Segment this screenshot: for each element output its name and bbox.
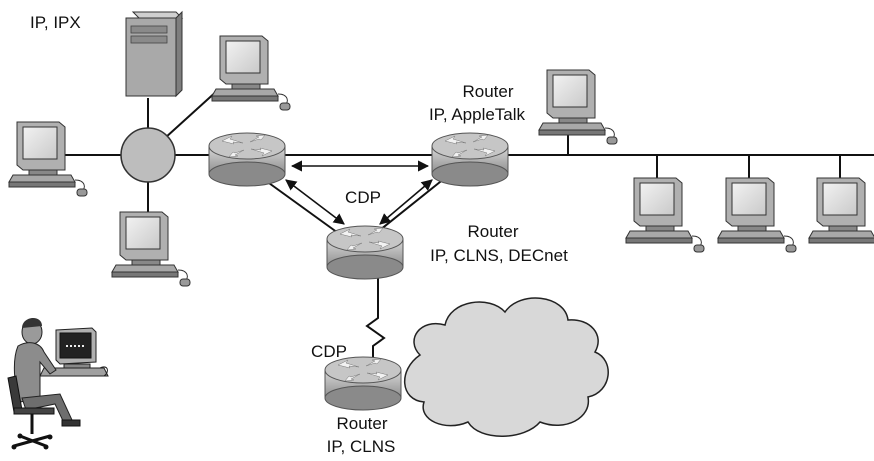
server-protocols-label: IP, IPX — [30, 13, 81, 32]
router-icon — [431, 132, 509, 187]
router-top-title: Router — [462, 82, 513, 101]
router-icon — [324, 356, 402, 411]
router-mid-protocols: IP, CLNS, DECnet — [430, 246, 568, 265]
workstation-icon — [538, 69, 618, 145]
router-icon — [208, 132, 286, 187]
server-tower-icon — [125, 10, 184, 98]
workstation-icon — [111, 211, 191, 287]
hub-icon — [120, 127, 176, 183]
wan-cloud-icon — [403, 297, 609, 437]
workstation-icon — [717, 177, 797, 253]
workstation-icon — [625, 177, 705, 253]
cdp-arrows — [285, 160, 433, 225]
workstation-icon — [8, 121, 88, 197]
router-mid-title: Router — [467, 222, 518, 241]
workstation-icon — [808, 177, 874, 253]
cdp-bottom-label: CDP — [311, 342, 347, 361]
router-bottom-title: Router — [336, 414, 387, 433]
router-top-protocols: IP, AppleTalk — [429, 105, 526, 124]
workstation-icon — [211, 35, 291, 111]
router-bottom-protocols: IP, CLNS — [327, 437, 396, 456]
router-icon — [326, 225, 404, 280]
cdp-center-label: CDP — [345, 188, 381, 207]
admin-user-icon — [7, 317, 109, 450]
